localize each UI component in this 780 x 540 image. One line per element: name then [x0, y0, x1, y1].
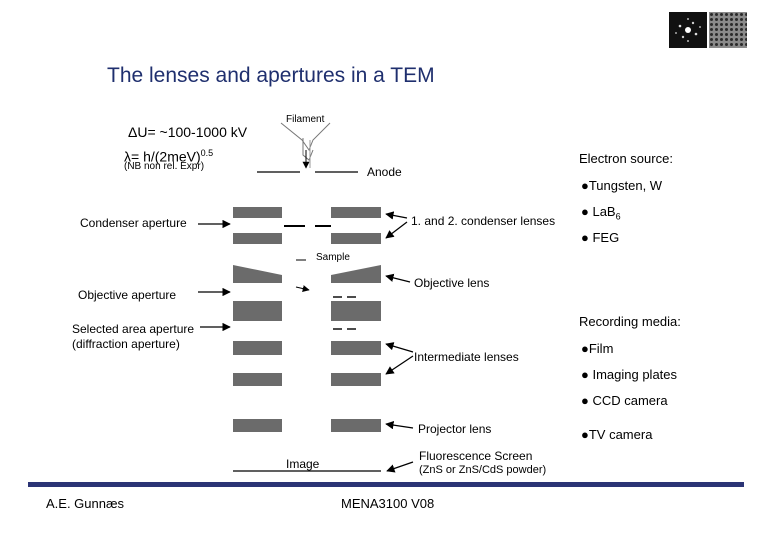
- fluorescence-screen-label: Fluorescence Screen: [419, 449, 533, 463]
- recording-media-item: ●Film: [581, 341, 614, 356]
- electron-source-item: ●Tungsten, W: [581, 178, 663, 193]
- footer-course: MENA3100 V08: [341, 496, 435, 511]
- hrtem-lattice-thumbnail: [709, 12, 747, 48]
- screen-material-label: (ZnS or ZnS/CdS powder): [419, 464, 547, 476]
- wavelength-formula: λ= h/(2meV)0.5: [124, 148, 214, 165]
- image-label: Image: [286, 457, 320, 471]
- projector-lens-plates: [233, 419, 381, 432]
- projector-lens-label: Projector lens: [418, 422, 492, 436]
- voltage-formula: ΔU= ~100-1000 kV: [128, 124, 248, 140]
- sample-label: Sample: [316, 252, 350, 263]
- condenser-lenses-label: 1. and 2. condenser lenses: [411, 214, 556, 228]
- recording-media-item: ● Imaging plates: [581, 367, 678, 382]
- diffraction-aperture-label: (diffraction aperture): [72, 337, 180, 351]
- objective-lower-plate-left: [233, 301, 282, 321]
- electron-source-heading: Electron source:: [579, 151, 673, 166]
- wavelength-note: (NB non rel. Expr): [124, 161, 205, 172]
- recording-media-heading: Recording media:: [579, 314, 681, 329]
- intermediate-lenses-label: Intermediate lenses: [414, 350, 519, 364]
- selected-area-aperture-label: Selected area aperture: [72, 322, 195, 336]
- anode-label: Anode: [367, 165, 402, 179]
- recording-media-item: ● CCD camera: [581, 393, 668, 408]
- objective-lens-plates: [233, 265, 381, 283]
- footer-divider: [28, 482, 744, 487]
- intermediate-lens-plates: [233, 341, 381, 386]
- recording-media-item: ●TV camera: [581, 427, 653, 442]
- footer-author: A.E. Gunnæs: [46, 496, 125, 511]
- electron-source-item: ● LaB6: [581, 204, 621, 222]
- filament-label: Filament: [286, 114, 325, 125]
- objective-lower-plate-right: [331, 301, 381, 321]
- condenser-aperture-label: Condenser aperture: [80, 216, 187, 230]
- objective-lens-label: Objective lens: [414, 276, 490, 290]
- condenser-lens-plates: [233, 207, 381, 244]
- objective-aperture-label: Objective aperture: [78, 288, 177, 302]
- diffraction-pattern-thumbnail: [669, 12, 707, 48]
- page-title: The lenses and apertures in a TEM: [107, 64, 435, 87]
- electron-source-item: ● FEG: [581, 230, 620, 245]
